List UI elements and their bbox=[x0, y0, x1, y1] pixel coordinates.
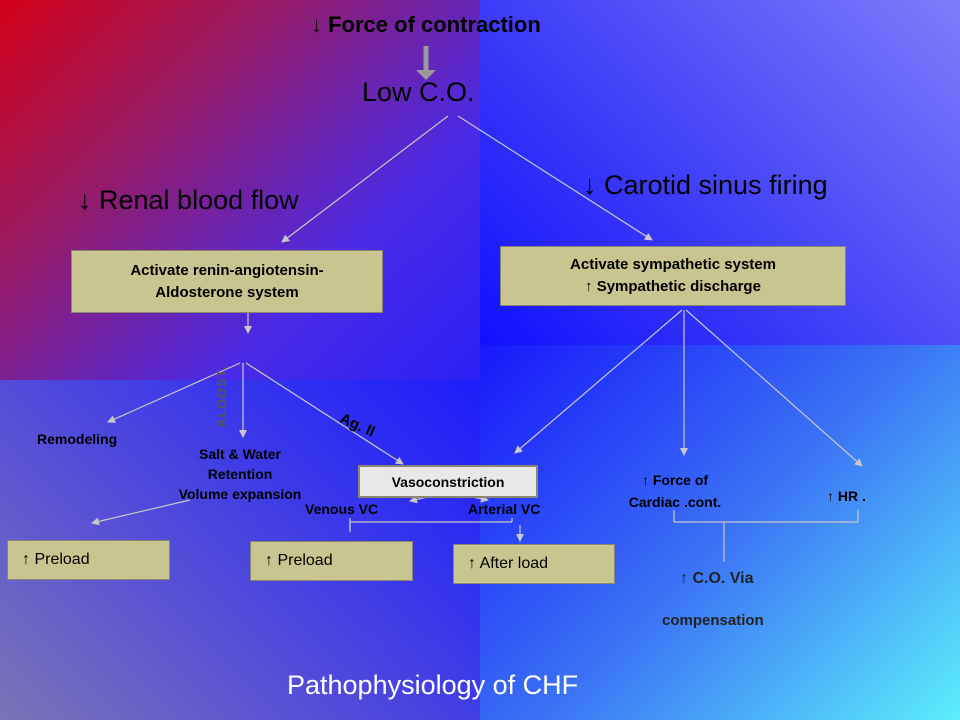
renal-blood-flow-label: ↓ Renal blood flow bbox=[78, 185, 299, 215]
salt-water-line-1: Salt & Water bbox=[199, 446, 281, 462]
carotid-sinus-label: ↓ Carotid sinus firing bbox=[583, 170, 828, 200]
venous-vc-label: Venous VC bbox=[305, 501, 379, 517]
preload-mid-box: ↑ Preload bbox=[250, 541, 413, 581]
renin-box-line-2: Aldosterone system bbox=[155, 283, 299, 301]
link-lowco-to-renin bbox=[281, 115, 449, 243]
renin-box-line-1: Activate renin-angiotensin- bbox=[130, 261, 324, 279]
sympathetic-box-line-1: Activate sympathetic system bbox=[570, 256, 776, 273]
force-cardiac-line-2: Cardiac .cont. bbox=[628, 494, 722, 510]
salt-water-retention: Salt & Water Retention Volume expansion bbox=[179, 444, 302, 504]
link-to-vasoconstriction bbox=[245, 362, 404, 465]
compensation-label: compensation bbox=[662, 612, 764, 629]
sympathetic-box: Activate sympathetic system ↑ Sympatheti… bbox=[500, 246, 846, 306]
link-lowco-to-sympathetic bbox=[457, 115, 653, 241]
salt-water-line-3: Volume expansion bbox=[178, 486, 302, 502]
low-co-label: Low C.O. bbox=[362, 77, 475, 107]
arrow-force-to-lowco-head bbox=[416, 70, 436, 80]
remodeling-label: Remodeling bbox=[37, 431, 118, 447]
aldost-label: ALDOST. bbox=[214, 365, 229, 428]
link-volume-to-preload bbox=[91, 499, 191, 526]
background-bottom-right bbox=[480, 345, 960, 720]
link-symp-to-vasoconstriction bbox=[514, 309, 683, 454]
link-symp-to-hr bbox=[685, 309, 863, 467]
force-of-contraction-label: ↓ Force of contraction bbox=[311, 12, 541, 37]
preload-left-box: ↑ Preload bbox=[7, 540, 170, 580]
hr-label: ↑ HR . bbox=[827, 488, 866, 504]
link-to-remodeling bbox=[107, 362, 241, 423]
background-top-left bbox=[0, 0, 480, 380]
force-cardiac-cont-label: ↑ Force of Cardiac .cont. bbox=[629, 469, 722, 513]
force-cardiac-line-1: ↑ Force of bbox=[641, 472, 709, 488]
salt-water-line-2: Retention bbox=[207, 466, 273, 482]
sympathetic-box-line-2: ↑ Sympathetic discharge bbox=[585, 278, 761, 295]
vasoconstriction-box: Vasoconstriction bbox=[358, 465, 538, 498]
arterial-vc-label: Arterial VC bbox=[468, 501, 541, 517]
slide-title: Pathophysiology of CHF bbox=[287, 670, 579, 700]
after-load-box: ↑ After load bbox=[453, 544, 615, 584]
renin-angiotensin-box: Activate renin-angiotensin- Aldosterone … bbox=[71, 250, 383, 313]
co-via-label: ↑ C.O. Via bbox=[680, 570, 754, 587]
